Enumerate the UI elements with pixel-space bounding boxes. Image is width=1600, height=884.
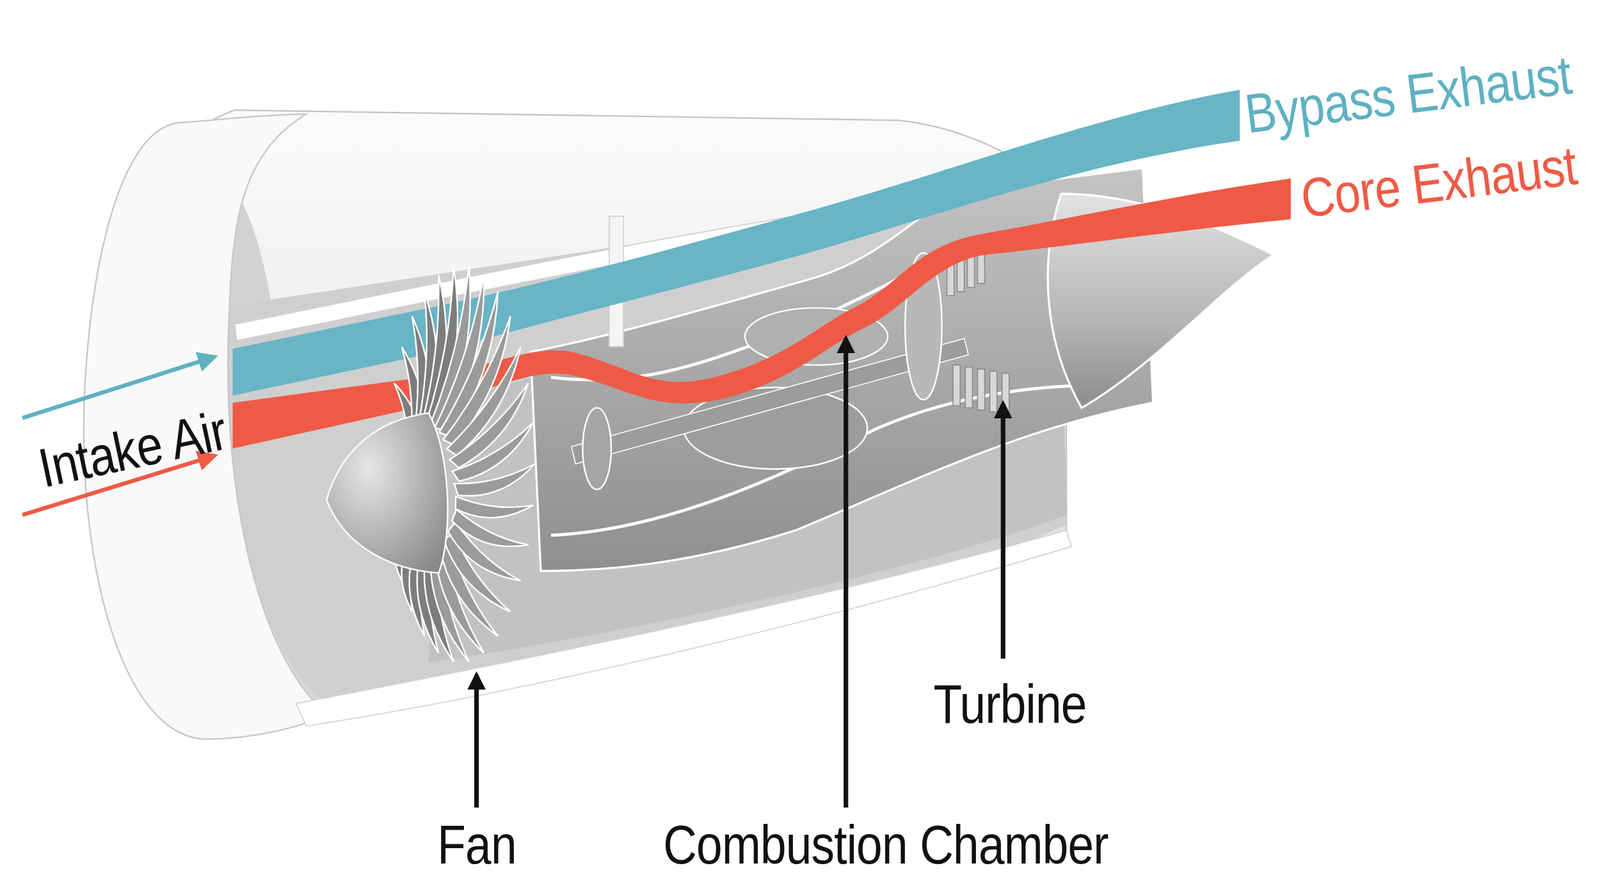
bypass-flow-band xyxy=(232,89,1241,396)
core-flow-band xyxy=(232,178,1291,449)
turbine-blade xyxy=(990,371,998,413)
part-label: Turbine xyxy=(933,676,1087,732)
turbine-blades xyxy=(947,245,1010,415)
spinner xyxy=(326,413,448,574)
turbine-blade xyxy=(965,367,973,409)
compressor-drum xyxy=(582,408,612,491)
turbine-blade xyxy=(952,365,960,407)
leader-arrow xyxy=(474,675,479,808)
fan-blade xyxy=(455,496,534,518)
leader-arrow xyxy=(1000,403,1006,660)
part-label: Core Exhaust xyxy=(1297,137,1580,226)
part-label: Bypass Exhaust xyxy=(1242,46,1575,142)
part-label: Combustion Chamber xyxy=(663,817,1109,873)
part-label: Fan xyxy=(437,817,516,873)
turbine-blade xyxy=(977,369,985,411)
intake-arrow xyxy=(22,357,215,419)
fan-blade xyxy=(454,464,536,496)
part-label: Intake Air xyxy=(33,402,232,496)
leader-arrow xyxy=(843,338,848,808)
